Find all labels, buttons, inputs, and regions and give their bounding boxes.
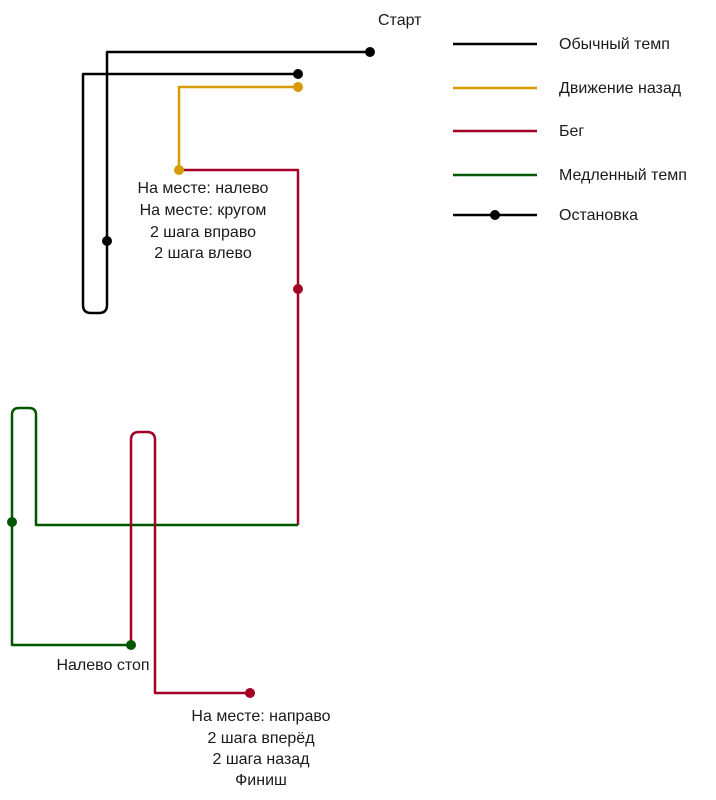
start-label: Старт <box>378 12 422 29</box>
legend-item: Медленный темп <box>453 167 687 184</box>
legend-item: Обычный темп <box>453 36 670 53</box>
route-slow-pace <box>10 406 298 647</box>
stop-instruction-line: 2 шага влево <box>154 245 252 262</box>
legend: Обычный темп Движение назад Бег Медленны… <box>453 36 687 224</box>
finish-instruction-line: 2 шага назад <box>212 751 310 768</box>
stop-instruction-line: 2 шага вправо <box>150 224 256 241</box>
legend-item: Остановка <box>453 207 638 224</box>
legend-stop-marker <box>490 210 500 220</box>
stop-marker <box>293 284 303 294</box>
stop-marker <box>293 82 303 92</box>
stop-instruction-line: На месте: кругом <box>140 202 267 219</box>
stop-marker-finish <box>245 688 255 698</box>
legend-label: Движение назад <box>559 80 682 97</box>
stop-marker <box>174 165 184 175</box>
route-run-segment-1 <box>179 168 300 525</box>
finish-label: Финиш <box>235 772 287 789</box>
stop-marker <box>126 640 136 650</box>
left-stop-label: Налево стоп <box>56 657 149 674</box>
legend-item: Бег <box>453 123 584 140</box>
legend-label: Остановка <box>559 207 638 224</box>
legend-label: Бег <box>559 123 584 140</box>
legend-item: Движение назад <box>453 80 682 97</box>
legend-label: Обычный темп <box>559 36 670 53</box>
stop-marker <box>293 69 303 79</box>
stop-marker <box>102 236 112 246</box>
route-run-segment-2 <box>129 430 250 695</box>
legend-label: Медленный темп <box>559 167 687 184</box>
route-normal-pace <box>81 50 370 315</box>
stop-instruction-line: На месте: налево <box>138 180 269 197</box>
stop-marker <box>7 517 17 527</box>
stop-marker-start <box>365 47 375 57</box>
route-backward <box>177 85 298 170</box>
finish-instruction-line: 2 шага вперёд <box>207 730 315 747</box>
finish-instruction-line: На месте: направо <box>191 708 330 725</box>
